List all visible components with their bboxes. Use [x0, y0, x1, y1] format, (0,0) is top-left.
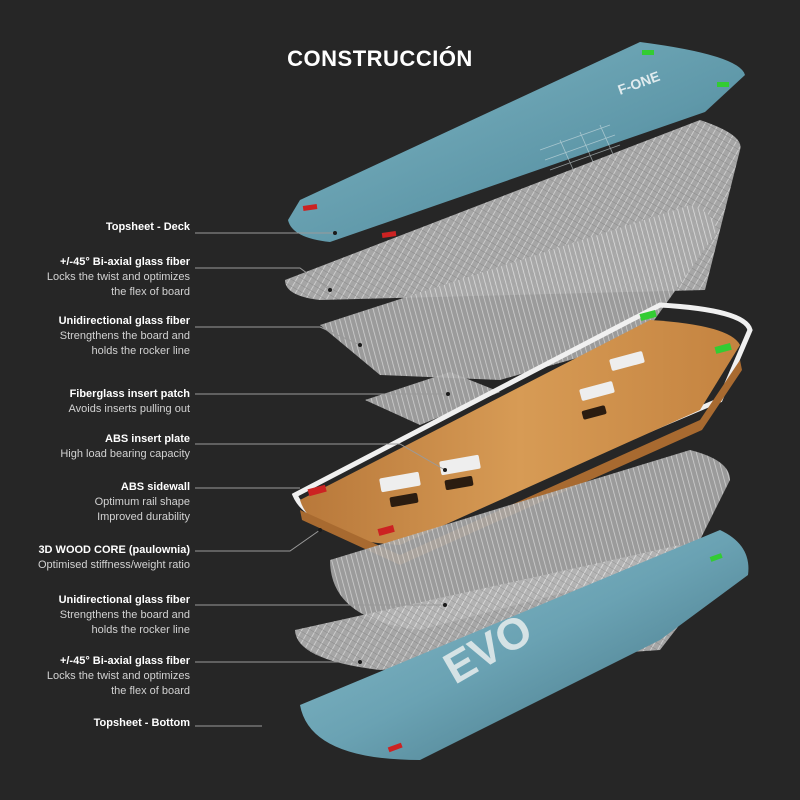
- insert-green: [717, 82, 729, 87]
- label-topsheet-deck: Topsheet - Deck: [105, 221, 190, 233]
- topsheet-deck-layer: F-ONE: [288, 42, 745, 242]
- label-topsheet-bottom: Topsheet - Bottom: [93, 717, 190, 729]
- leader-lines: [195, 232, 448, 727]
- insert-holes: [389, 405, 607, 508]
- insert-green: [714, 343, 732, 354]
- label-abs-sidewall: ABS sidewall Optimum rail shape Improved…: [94, 481, 190, 523]
- page-title: CONSTRUCCIÓN: [287, 46, 473, 71]
- insert-green: [642, 50, 654, 55]
- label-wood-core: 3D WOOD CORE (paulownia) Optimised stiff…: [37, 544, 190, 571]
- insert-red: [387, 742, 403, 753]
- label-abs-insert-plate: ABS insert plate High load bearing capac…: [60, 433, 190, 460]
- fiberglass-insert-patch-layer: [365, 372, 500, 425]
- unidirectional-fiber-bottom-layer: [330, 450, 730, 630]
- insert-red: [381, 231, 397, 238]
- label-biaxial-bottom: +/-45° Bi-axial glass fiber Locks the tw…: [46, 655, 190, 697]
- label-biaxial-top: +/-45° Bi-axial glass fiber Locks the tw…: [46, 256, 190, 298]
- abs-insert-plates: [379, 351, 645, 493]
- unidirectional-fiber-top-layer: [320, 205, 716, 380]
- insert-red: [377, 525, 395, 536]
- label-unidirectional-top: Unidirectional glass fiber Strengthens t…: [58, 315, 190, 357]
- insert-red: [302, 204, 318, 211]
- insert-green: [639, 310, 657, 321]
- wood-core-layer: [300, 320, 742, 565]
- insert-green: [709, 553, 723, 562]
- label-unidirectional-bottom: Unidirectional glass fiber Strengthens t…: [58, 594, 190, 636]
- label-fiberglass-insert-patch: Fiberglass insert patch Avoids inserts p…: [68, 388, 190, 415]
- insert-red: [307, 484, 327, 497]
